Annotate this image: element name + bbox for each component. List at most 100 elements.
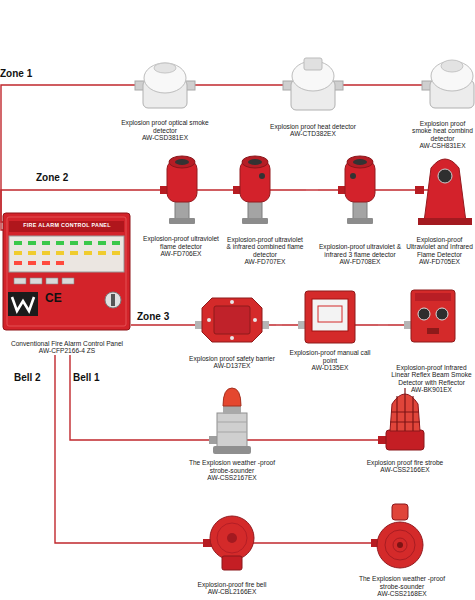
signal-wire bbox=[55, 355, 188, 543]
signal-wire bbox=[276, 324, 282, 325]
model-number: AW-FD707EX bbox=[224, 258, 306, 266]
detector-node: Explosion-proof Ultraviolet and Infrared… bbox=[404, 148, 475, 266]
signal-wire bbox=[1, 85, 118, 222]
fault-leds bbox=[14, 251, 120, 255]
mount-foot bbox=[242, 218, 268, 224]
sensor-lens bbox=[350, 173, 356, 179]
device-caption: Explosion-proof ultraviolet & infrared c… bbox=[224, 236, 306, 259]
key-switch bbox=[105, 292, 121, 308]
panel-bevel bbox=[7, 217, 126, 326]
device-caption: Explosion proof smoke heat combind detec… bbox=[410, 120, 475, 143]
heat-detector-icon bbox=[283, 58, 343, 110]
brand-logo bbox=[8, 292, 38, 316]
body-rings bbox=[217, 422, 247, 432]
flame-detector-icon bbox=[415, 159, 472, 225]
device-caption: Explosion proof heat detector bbox=[263, 123, 363, 131]
status-light bbox=[427, 328, 439, 334]
mount-base bbox=[213, 446, 251, 454]
model-number: AW-CSS2166EX bbox=[350, 466, 460, 474]
device-caption: The Explosion weather -proof strobe-soun… bbox=[180, 459, 284, 474]
alarm-device-node: The Explosion weather -proof strobe-soun… bbox=[180, 388, 284, 482]
flame-detector-icon bbox=[338, 156, 375, 224]
signal-wire bbox=[402, 189, 404, 190]
signal-wire bbox=[131, 324, 188, 325]
sensor-lens bbox=[248, 159, 262, 165]
caption-block: Explosion proof safety barrierAW-D137EX bbox=[188, 355, 276, 370]
detector-node: Explosion proof smoke heat combind detec… bbox=[410, 54, 475, 150]
guard-cage bbox=[390, 388, 420, 431]
detector-node: Explosion proof optical smoke detectorAW… bbox=[118, 56, 212, 142]
sounder-grill bbox=[385, 530, 415, 560]
control-panel-icon bbox=[3, 213, 130, 330]
bell-label: Bell 2 bbox=[14, 372, 41, 384]
control-panel: FIRE ALARM CONTROL PANELConventional Fir… bbox=[3, 213, 131, 355]
detector-node: Explosion-proof ultraviolet & infrared c… bbox=[224, 148, 306, 266]
signal-wire bbox=[306, 189, 318, 190]
detector-dome bbox=[431, 61, 473, 91]
signal-wire bbox=[363, 84, 410, 85]
sensor-lens bbox=[438, 169, 452, 183]
caption-block: The Explosion weather -proof strobe-soun… bbox=[180, 459, 284, 482]
flame-detector-icon bbox=[160, 156, 197, 224]
sounder-grill bbox=[393, 538, 407, 552]
caption-block: Explosion proof heat detectorAW-CTD382EX bbox=[263, 123, 363, 138]
sounder-body bbox=[217, 413, 247, 447]
device-caption: Explosion-proof Infrared Linear Reflex B… bbox=[388, 364, 475, 387]
mount-foot bbox=[347, 218, 373, 224]
bell-label: Bell 1 bbox=[73, 372, 100, 384]
model-number: AW-D137EX bbox=[188, 362, 276, 370]
model-number: AW-FD706EX bbox=[140, 250, 222, 258]
caption-block: Explosion proof optical smoke detectorAW… bbox=[118, 119, 212, 142]
model-number: AW-D135EX bbox=[282, 364, 378, 372]
break-glass bbox=[312, 299, 348, 331]
smoke-detector-icon bbox=[135, 63, 195, 108]
gong-center bbox=[227, 533, 237, 543]
zone-label: Zone 2 bbox=[36, 172, 68, 184]
caption-block: Explosion-proof Infrared Linear Reflex B… bbox=[388, 364, 475, 394]
strobe-base bbox=[386, 430, 424, 450]
model-number: AW-CFP2166-4 ZS bbox=[3, 347, 131, 355]
model-number: AW-CTD382EX bbox=[263, 130, 363, 138]
signal-wire bbox=[70, 355, 180, 440]
device-caption: The Explosion weather -proof strobe-soun… bbox=[350, 575, 454, 590]
caption-block: Explosion-proof manual call pointAW-D135… bbox=[282, 349, 378, 372]
model-number: AW-FD705EX bbox=[404, 258, 475, 266]
combined-detector-icon bbox=[422, 60, 474, 108]
device-node: Explosion-proof manual call pointAW-D135… bbox=[282, 288, 378, 372]
alarm-device-node: Explosion-proof fire bellAW-CBL2166EX bbox=[188, 512, 276, 596]
detector-node: Explosion-proof ultraviolet flame detect… bbox=[140, 148, 222, 258]
detector-dome bbox=[144, 63, 186, 93]
model-number: AW-CSH831EX bbox=[410, 142, 475, 150]
device-node: Explosion proof safety barrierAW-D137EX bbox=[188, 292, 276, 370]
model-number: AW-CSD381EX bbox=[118, 134, 212, 142]
device-caption: Explosion-proof ultraviolet & infrared 3… bbox=[318, 243, 402, 258]
beam-lens bbox=[436, 308, 448, 320]
strobe-sounder-icon bbox=[209, 388, 251, 454]
lens-ring bbox=[169, 156, 195, 168]
panel-body bbox=[3, 213, 130, 330]
mount-foot bbox=[169, 218, 195, 224]
panel-heading: FIRE ALARM CONTROL PANEL bbox=[7, 222, 127, 229]
device-caption: Explosion proof optical smoke detector bbox=[118, 119, 212, 134]
cable-gland bbox=[415, 186, 424, 194]
sensor-lens bbox=[175, 159, 189, 165]
sensor-lens bbox=[353, 159, 367, 165]
caption-block: The Explosion weather -proof strobe-soun… bbox=[350, 575, 454, 598]
signal-wire bbox=[212, 84, 263, 85]
caption-block: Explosion-proof ultraviolet flame detect… bbox=[140, 235, 222, 258]
device-caption: Explosion proof safety barrier bbox=[188, 355, 276, 363]
strobe-lamp bbox=[392, 504, 408, 520]
bell-box bbox=[222, 556, 242, 570]
glass-frame bbox=[318, 306, 342, 322]
beam-detector-icon bbox=[404, 290, 455, 342]
device-node: Explosion-proof Infrared Linear Reflex B… bbox=[388, 288, 475, 394]
panel-buttons bbox=[14, 278, 74, 284]
call-point-housing bbox=[305, 291, 355, 343]
signal-wire bbox=[284, 439, 350, 440]
fire-bell-icon bbox=[203, 516, 254, 570]
alarm-leds bbox=[14, 261, 64, 265]
zone-label: Zone 1 bbox=[0, 68, 32, 80]
device-caption: Explosion-proof ultraviolet flame detect… bbox=[140, 235, 222, 250]
device-caption: Explosion-proof manual call point bbox=[282, 349, 378, 364]
